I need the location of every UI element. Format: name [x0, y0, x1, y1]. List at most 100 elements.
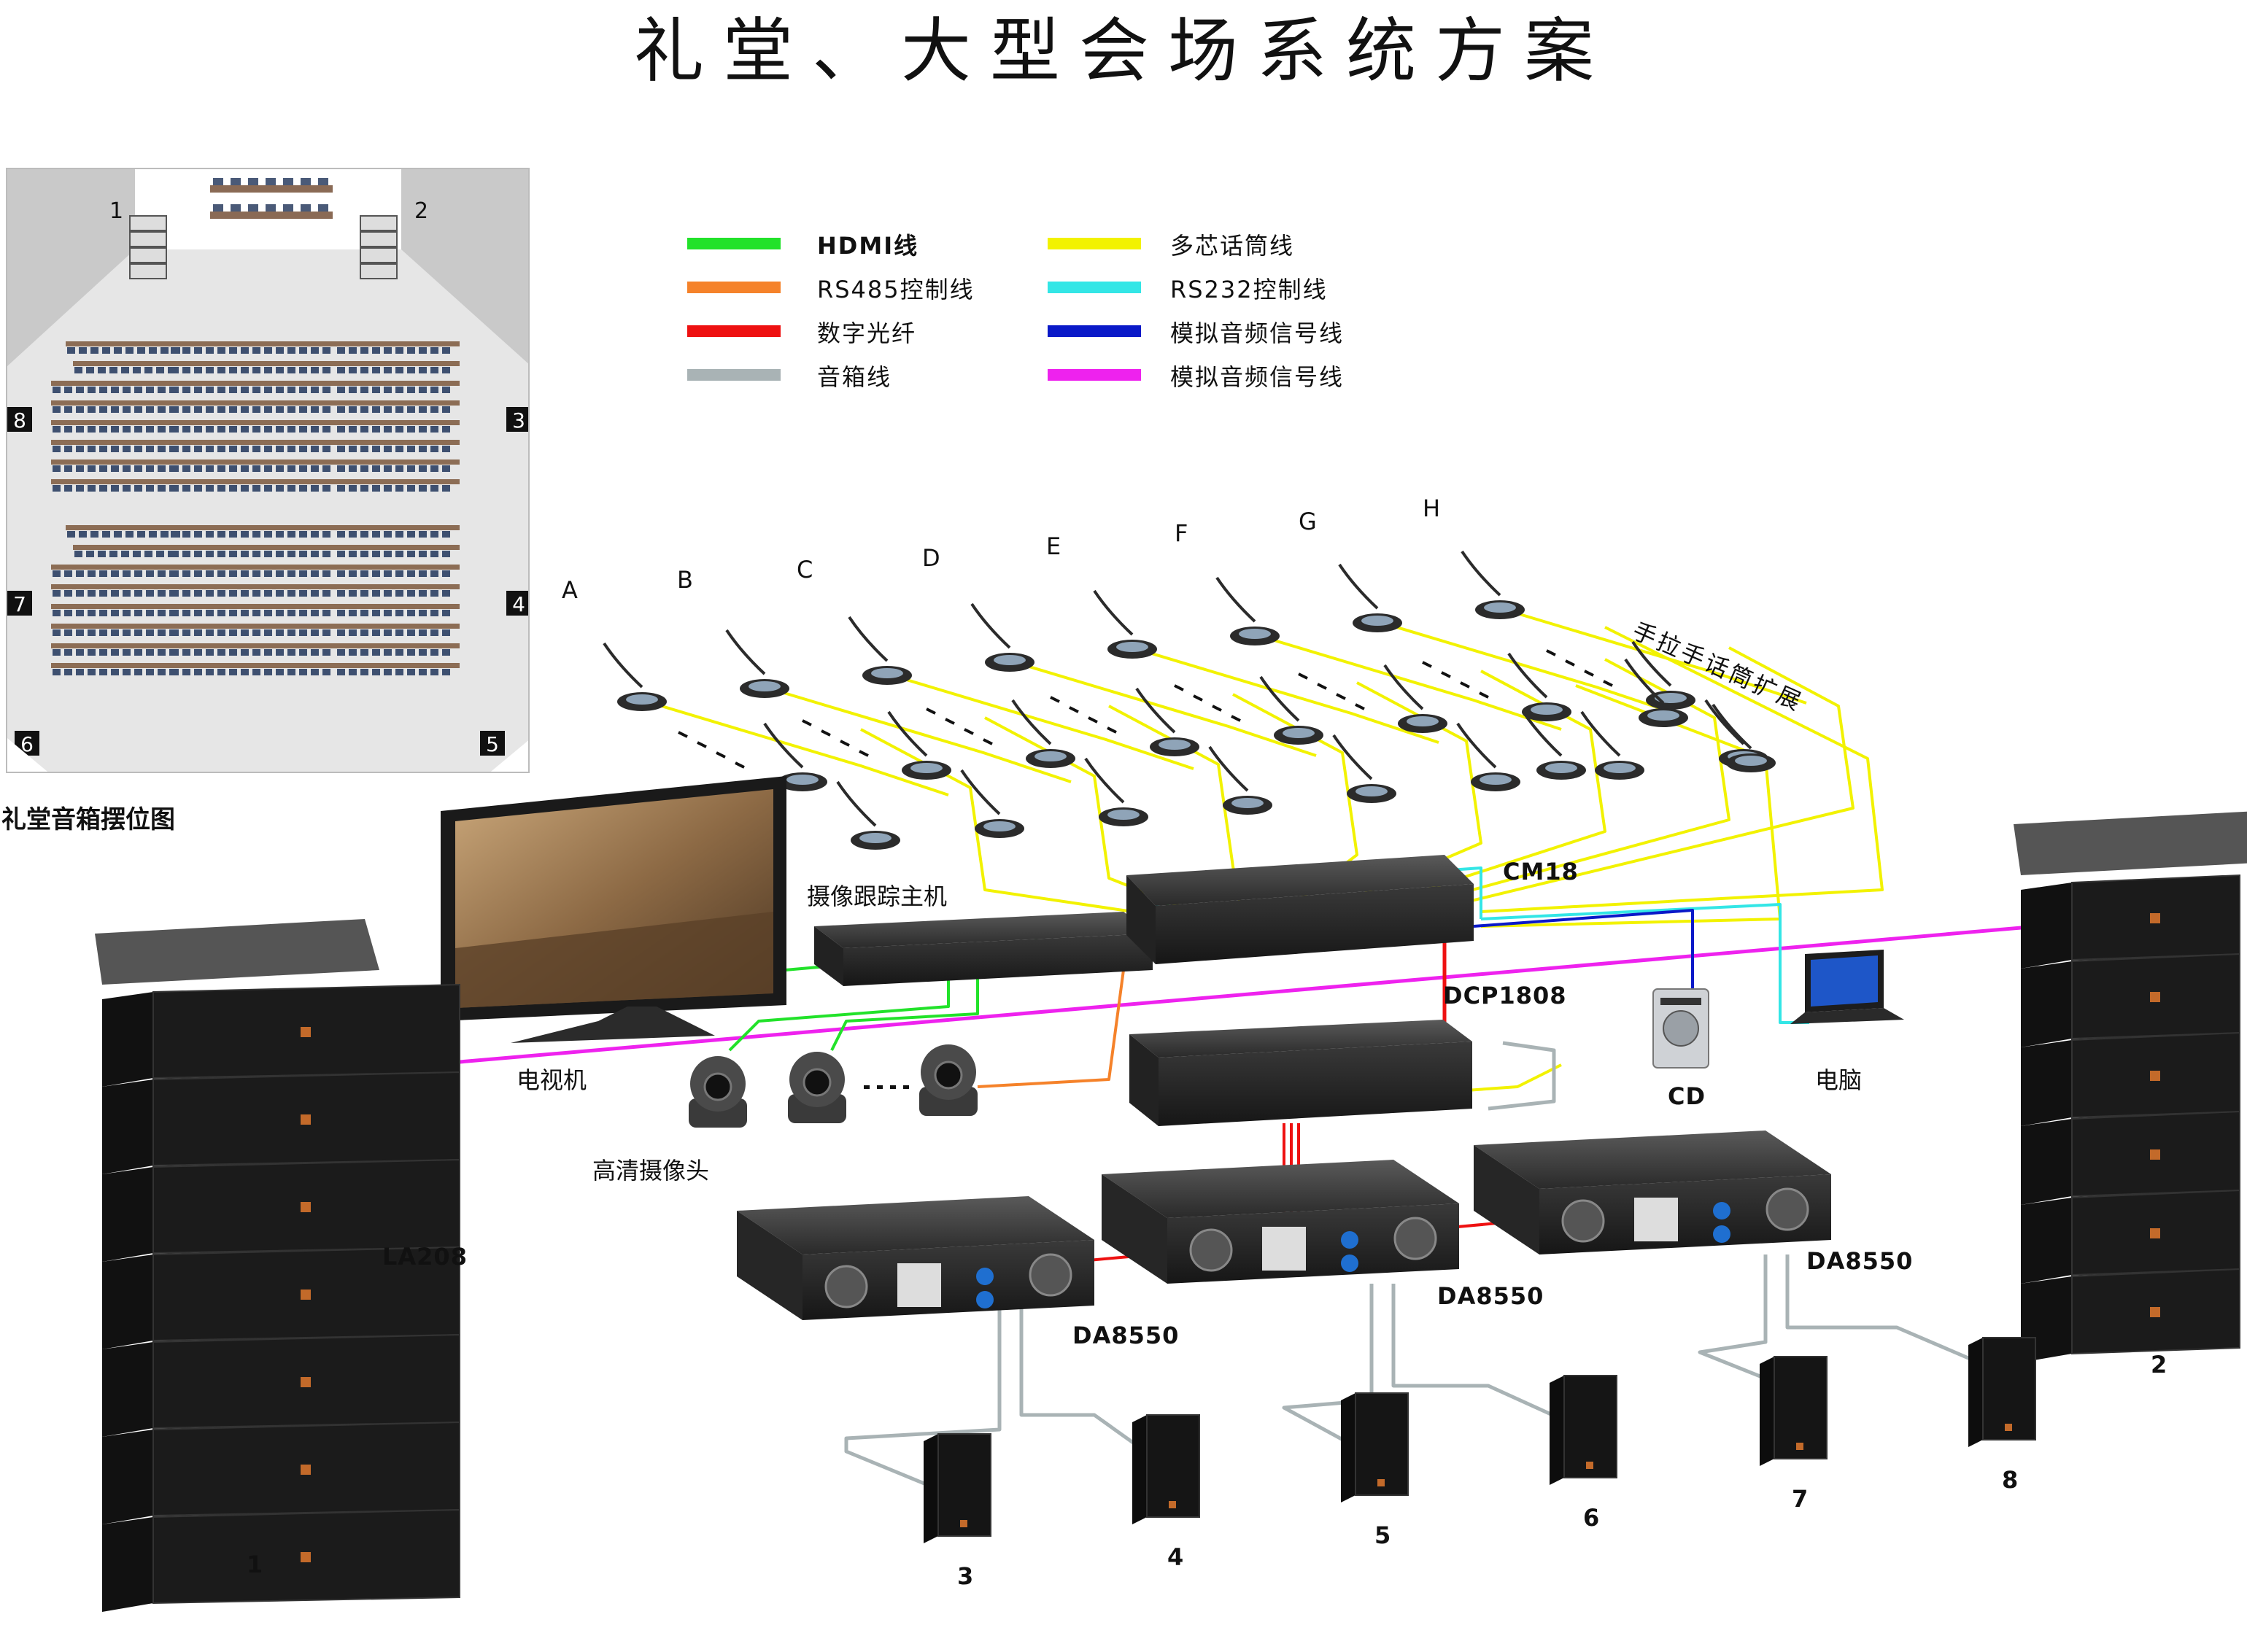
seat: [384, 590, 392, 597]
seat-row-table: [169, 584, 341, 589]
seat: [419, 485, 427, 492]
seat: [395, 531, 403, 538]
seat: [407, 446, 415, 452]
seat: [88, 629, 96, 636]
seat: [430, 485, 438, 492]
seat: [146, 485, 154, 492]
cable-analog-blue: [1473, 909, 1694, 989]
seat: [337, 485, 345, 492]
more-mics-dash: [1050, 696, 1060, 703]
more-mics-dash: [926, 707, 936, 715]
small-speaker: [1968, 1337, 2036, 1447]
seat: [88, 446, 96, 452]
seat: [407, 367, 415, 373]
seat: [337, 387, 345, 393]
seat: [88, 570, 96, 577]
seat: [360, 485, 368, 492]
gooseneck: [1522, 710, 1563, 757]
mic-base-top: [1355, 786, 1388, 796]
seat: [194, 465, 202, 472]
seat-row-table: [169, 525, 341, 530]
seat: [407, 406, 415, 413]
seat-row-table: [51, 440, 182, 445]
small-speaker: [1760, 1356, 1828, 1466]
fp-line-array: [129, 263, 167, 279]
seat: [311, 465, 319, 472]
seat-row-table: [336, 479, 460, 484]
seat-row-table: [336, 341, 460, 346]
seat: [53, 485, 61, 492]
legend-label-analog-blue: 模拟音频信号线: [1170, 319, 1345, 347]
seat-row-table: [336, 584, 460, 589]
dcp1808-label: DCP1808: [1443, 982, 1567, 1009]
stage-seat: [213, 178, 223, 185]
fp-side-speaker: [506, 591, 528, 616]
seat-row-table: [51, 400, 182, 406]
legend-label-rs485: RS485控制线: [817, 276, 975, 303]
seat: [171, 465, 179, 472]
seat: [264, 610, 272, 616]
gooseneck: [1215, 576, 1256, 623]
seat: [419, 669, 427, 675]
seat: [88, 610, 96, 616]
seat: [360, 446, 368, 452]
stage-seat: [301, 178, 311, 185]
seat: [182, 551, 190, 557]
seat: [372, 610, 380, 616]
amplifier-unit: [1474, 1131, 1831, 1254]
seat: [194, 669, 202, 675]
seat: [217, 629, 225, 636]
seat: [299, 446, 307, 452]
seat: [76, 426, 84, 433]
seat: [121, 367, 129, 373]
gooseneck: [1631, 640, 1672, 687]
seat: [442, 610, 450, 616]
speaker-number-2: 2: [2151, 1351, 2168, 1378]
seat-row-table: [169, 459, 341, 465]
seat: [276, 629, 284, 636]
seat: [299, 590, 307, 597]
seat: [384, 629, 392, 636]
gooseneck: [1338, 563, 1379, 610]
seat: [299, 426, 307, 433]
stage-seat: [301, 204, 311, 212]
more-mics-dash: [1355, 703, 1365, 710]
seat: [252, 347, 260, 354]
seat: [149, 347, 157, 354]
seat: [123, 387, 131, 393]
seat: [419, 465, 427, 472]
more-mics-dash: [1298, 672, 1308, 680]
cm18-icon: [1126, 855, 1474, 964]
seat: [99, 590, 107, 597]
seat: [206, 669, 214, 675]
gooseneck: [1259, 675, 1300, 722]
seat: [88, 406, 96, 413]
speaker-number-8: 8: [2002, 1466, 2019, 1494]
dcp1808-icon: [1129, 1020, 1472, 1126]
laptop-icon: [1790, 950, 1904, 1024]
seat: [360, 367, 368, 373]
mic-base-top: [1647, 710, 1679, 721]
seat: [194, 367, 202, 373]
seat: [299, 347, 307, 354]
seat: [149, 531, 157, 538]
seat: [419, 446, 427, 452]
more-mics-dash: [1422, 661, 1432, 668]
legend-label-hdmi: HDMI线: [817, 232, 919, 260]
seat: [322, 551, 330, 557]
seat: [206, 387, 214, 393]
seat: [287, 426, 295, 433]
stage-seats: [210, 178, 333, 219]
seat: [64, 570, 72, 577]
fp-side-speaker: [506, 407, 528, 432]
seat: [337, 426, 345, 433]
legend-swatch-multicore: [1048, 238, 1141, 249]
seat: [158, 570, 166, 577]
legend-label-fiber: 数字光纤: [817, 319, 917, 347]
seat: [88, 669, 96, 675]
fp-line-array: [129, 231, 167, 247]
more-mics-dash: [697, 741, 707, 748]
seat: [158, 590, 166, 597]
seat: [171, 531, 179, 538]
cable-multicore: [1499, 607, 1807, 705]
